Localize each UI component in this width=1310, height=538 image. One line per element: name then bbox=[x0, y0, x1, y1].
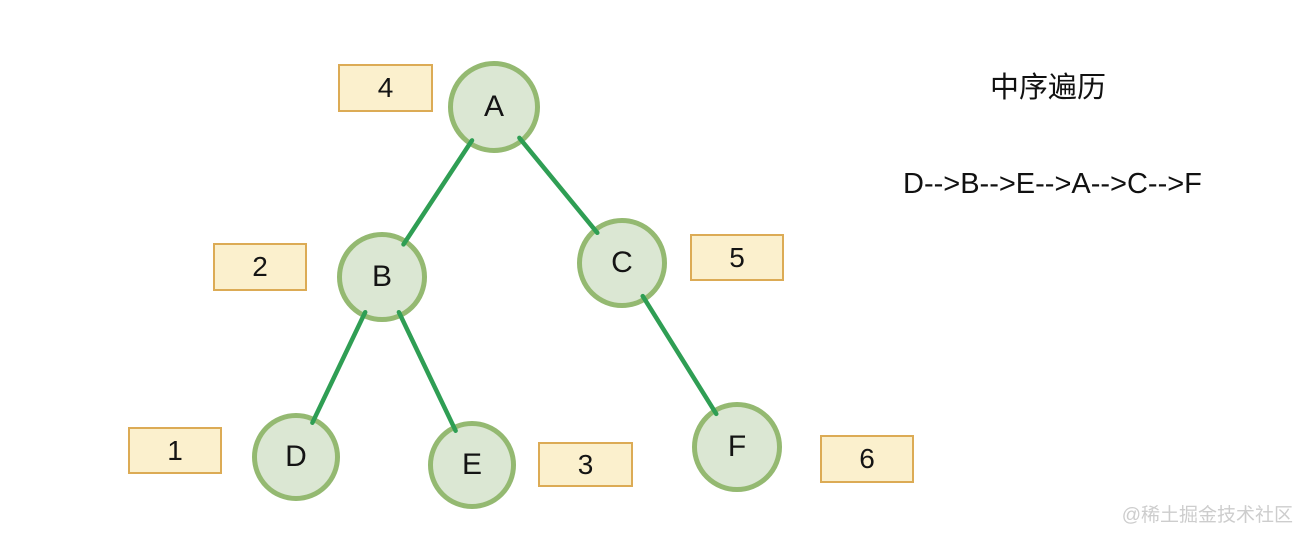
watermark: @稀土掘金技术社区 bbox=[1121, 505, 1293, 526]
tree-node-d: D bbox=[252, 413, 340, 501]
node-label: B bbox=[371, 260, 392, 293]
edge-a-b bbox=[401, 138, 475, 247]
order-box-a: 4 bbox=[338, 64, 433, 112]
order-box-label: 5 bbox=[729, 241, 745, 273]
node-label: D bbox=[285, 440, 307, 473]
order-box-label: 6 bbox=[859, 443, 875, 474]
edge-a-c bbox=[517, 135, 600, 236]
tree-node-c: C bbox=[577, 218, 667, 308]
node-label: E bbox=[461, 448, 482, 481]
order-box-b: 2 bbox=[213, 243, 307, 291]
tree-node-f: F bbox=[692, 402, 782, 492]
tree-node-e: E bbox=[428, 421, 516, 509]
order-box-f: 6 bbox=[820, 435, 914, 483]
order-box-c: 5 bbox=[690, 234, 784, 281]
tree-node-a: A bbox=[448, 61, 540, 153]
diagram-title: 中序遍历 bbox=[989, 72, 1106, 104]
traversal-sequence: D-->B-->E-->A-->C-->F bbox=[903, 168, 1202, 200]
node-label: F bbox=[727, 430, 747, 463]
edge-b-d bbox=[310, 309, 368, 425]
node-label: A bbox=[483, 90, 504, 123]
edge-c-f bbox=[640, 293, 719, 417]
order-box-label: 4 bbox=[377, 72, 394, 103]
order-box-d: 1 bbox=[128, 427, 222, 474]
order-box-e: 3 bbox=[538, 442, 633, 487]
order-box-label: 1 bbox=[167, 434, 183, 466]
edge-b-e bbox=[396, 309, 458, 433]
tree-node-b: B bbox=[337, 232, 427, 322]
node-label: C bbox=[611, 246, 633, 279]
order-box-label: 2 bbox=[252, 251, 268, 282]
order-box-label: 3 bbox=[577, 448, 594, 480]
